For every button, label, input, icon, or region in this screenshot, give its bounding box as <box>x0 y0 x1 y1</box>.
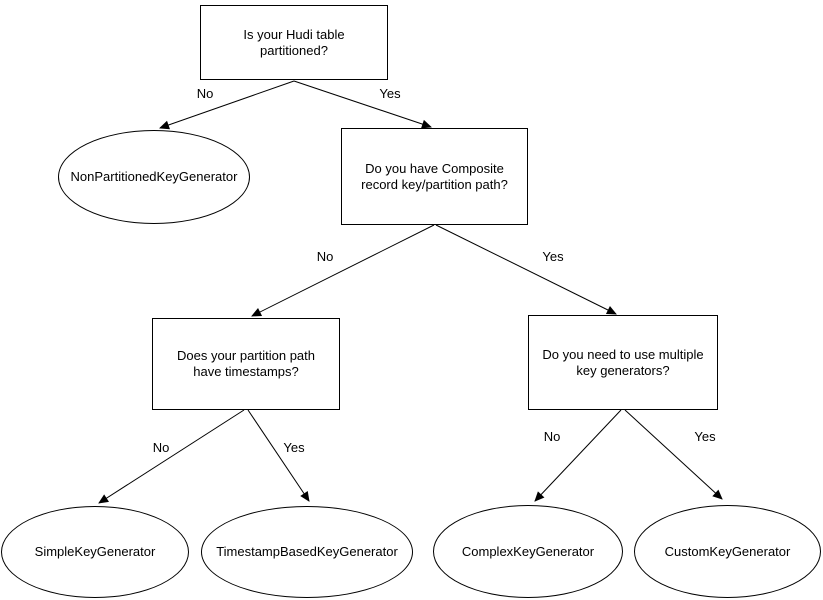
node-question-partitioned: Is your Hudi table partitioned? <box>200 5 388 80</box>
node-label: Do you have Composite record key/partiti… <box>361 160 508 192</box>
node-label: TimestampBasedKeyGenerator <box>216 544 398 559</box>
node-question-timestamps: Does your partition path have timestamps… <box>152 318 340 410</box>
node-label: ComplexKeyGenerator <box>461 543 595 559</box>
node-question-composite-key: Do you have Composite record key/partiti… <box>341 128 528 225</box>
edge-label-multiple-no: No <box>541 429 563 444</box>
edge-label-multiple-yes: Yes <box>692 429 718 444</box>
edge-label-root-yes: Yes <box>377 86 403 101</box>
node-result-timestampbased-keygenerator: TimestampBasedKeyGenerator <box>201 506 413 598</box>
edge-timestamps-yes <box>247 409 310 502</box>
node-result-complex-keygenerator: ComplexKeyGenerator <box>433 505 623 598</box>
edge-root-yes <box>293 80 432 129</box>
node-label: CustomKeyGenerator <box>664 543 791 559</box>
edge-root-no <box>159 80 295 130</box>
node-result-custom-keygenerator: CustomKeyGenerator <box>634 505 821 598</box>
node-label: Is your Hudi table partitioned? <box>243 26 345 58</box>
edge-label-timestamps-no: No <box>150 440 172 455</box>
edge-timestamps-no <box>98 409 245 504</box>
edge-label-composite-yes: Yes <box>540 249 566 264</box>
edge-multiple-yes <box>624 409 723 500</box>
edge-label-composite-no: No <box>314 249 336 264</box>
node-question-multiple-generators: Do you need to use multiple key generato… <box>528 315 718 410</box>
node-label: NonPartitionedKeyGenerator <box>70 169 238 184</box>
edge-label-root-no: No <box>194 86 216 101</box>
edge-composite-yes <box>435 224 617 315</box>
node-label: SimpleKeyGenerator <box>34 544 156 559</box>
node-label: Do you need to use multiple key generato… <box>542 346 704 378</box>
node-label: Does your partition path have timestamps… <box>176 348 316 379</box>
node-result-nonpartitioned-keygenerator: NonPartitionedKeyGenerator <box>58 130 250 224</box>
edge-composite-no <box>251 224 435 317</box>
edge-label-timestamps-yes: Yes <box>281 440 307 455</box>
node-result-simple-keygenerator: SimpleKeyGenerator <box>1 506 189 598</box>
edge-multiple-no <box>534 409 622 502</box>
